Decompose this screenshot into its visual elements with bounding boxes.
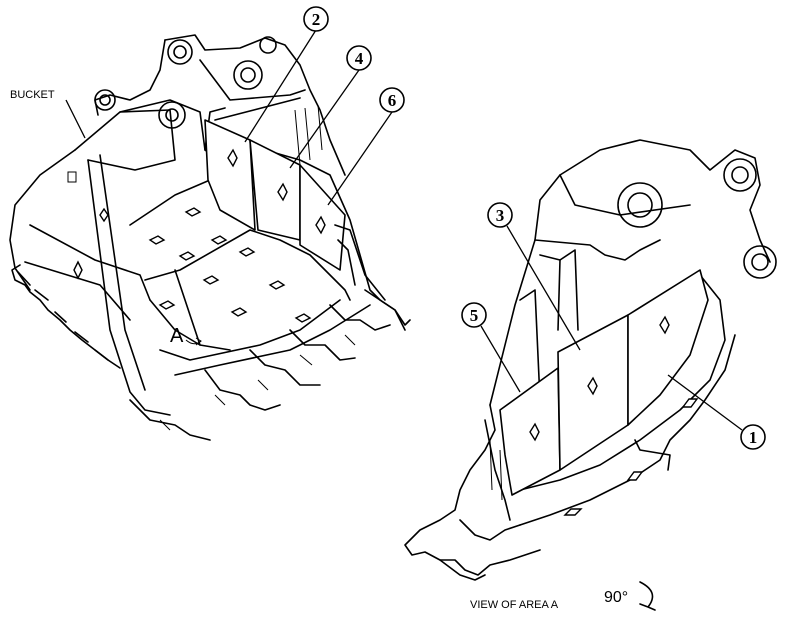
rotate-arrow-icon <box>639 581 656 611</box>
callout-3: 3 <box>487 202 581 351</box>
bucket-label: BUCKET <box>10 89 86 139</box>
callout-5-number: 5 <box>470 306 479 325</box>
callout-2: 2 <box>244 6 329 143</box>
callout-3-number: 3 <box>496 206 505 225</box>
callout-6: 6 <box>327 87 405 206</box>
view-caption: VIEW OF AREA A <box>470 599 559 611</box>
rotation-indicator: 90° <box>604 581 656 611</box>
callout-4-number: 4 <box>355 49 364 68</box>
bucket-label-text: BUCKET <box>10 89 55 101</box>
callout-1-number: 1 <box>749 428 758 447</box>
area-a-detail-drawing <box>404 139 777 581</box>
bucket-assembly-drawing <box>9 34 411 441</box>
callout-4: 4 <box>289 45 372 169</box>
callout-6-number: 6 <box>388 91 397 110</box>
area-a-letter: A <box>170 325 184 347</box>
area-a-marker: A <box>170 325 202 347</box>
callout-1: 1 <box>667 374 766 450</box>
rotation-text: 90° <box>604 589 628 606</box>
callout-2-number: 2 <box>312 10 321 29</box>
callout-5: 5 <box>461 302 521 393</box>
